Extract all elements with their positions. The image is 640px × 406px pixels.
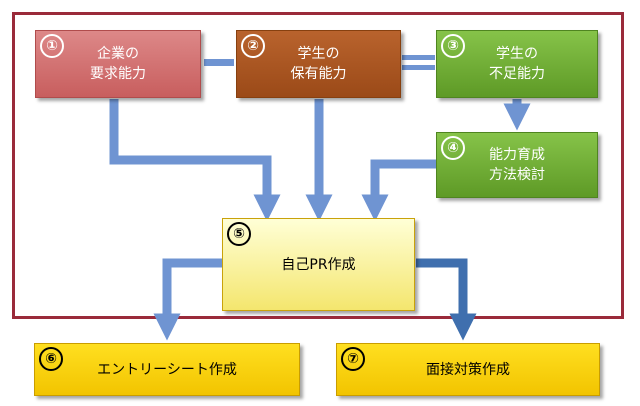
- box-student-held-ability: ② 学生の 保有能力: [236, 30, 401, 98]
- step-number-3: ③: [441, 34, 465, 58]
- box-interview-preparation: ⑦ 面接対策作成: [336, 343, 600, 396]
- box-entry-sheet-creation: ⑥ エントリーシート作成: [34, 343, 300, 396]
- arrow-5-to-7: [416, 258, 477, 341]
- step-number-2: ②: [241, 34, 265, 58]
- box-1-label-line1: 企業の: [97, 46, 139, 62]
- box-7-label: 面接対策作成: [426, 361, 510, 378]
- arrow-5-to-6: [153, 258, 222, 341]
- process-frame: [12, 12, 624, 319]
- dash-connector: [204, 59, 234, 66]
- equals-connector-top: [402, 55, 435, 60]
- box-2-label-line1: 学生の: [297, 46, 340, 62]
- box-student-lacking-ability: ③ 学生の 不足能力: [436, 30, 598, 98]
- box-ability-development-method: ④ 能力育成 方法検討: [436, 132, 598, 198]
- arrow-1-to-5: [109, 99, 281, 222]
- box-5-label: 自己PR作成: [281, 256, 356, 273]
- box-4-label-line2: 方法検討: [489, 167, 545, 183]
- box-2-label-line2: 保有能力: [290, 66, 347, 82]
- step-number-5: ⑤: [227, 222, 251, 246]
- box-3-label-line1: 学生の: [496, 46, 538, 62]
- box-6-label: エントリーシート作成: [97, 361, 237, 378]
- box-3-label-line2: 不足能力: [489, 66, 545, 82]
- step-number-6: ⑥: [39, 347, 63, 371]
- step-number-7: ⑦: [341, 347, 365, 371]
- box-4-label-line1: 能力育成: [489, 147, 545, 163]
- step-number-1: ①: [40, 34, 64, 58]
- box-self-pr-creation: ⑤ 自己PR作成: [222, 218, 415, 311]
- arrow-4-to-5: [361, 159, 438, 222]
- equals-connector-bottom: [402, 65, 435, 70]
- box-1-label-line2: 要求能力: [90, 66, 146, 82]
- box-company-required-ability: ① 企業の 要求能力: [35, 30, 201, 98]
- step-number-4: ④: [441, 136, 465, 160]
